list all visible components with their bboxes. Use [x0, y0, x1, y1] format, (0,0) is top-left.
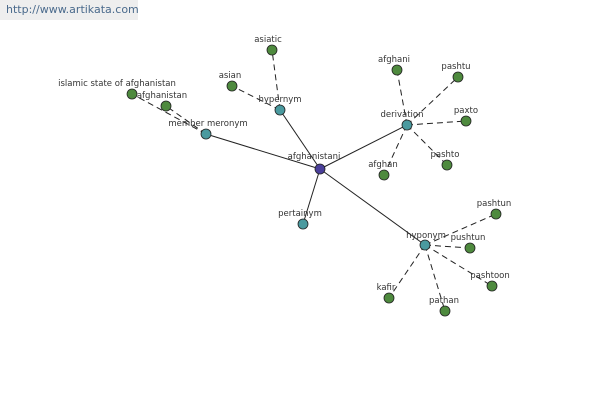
term-node-afghani[interactable]	[391, 64, 403, 76]
term-label-asian: asian	[219, 71, 242, 81]
term-label-pashtoon: pashtoon	[470, 271, 510, 281]
term-label-pushtun: pushtun	[451, 233, 486, 243]
edges	[131, 49, 497, 312]
term-label-pashto: pashto	[431, 150, 460, 160]
term-node-pushtun[interactable]	[464, 242, 476, 254]
relation-label-derivation: derivation	[380, 110, 423, 120]
relation-node-hypernym[interactable]	[274, 104, 286, 116]
term-label-paxto: paxto	[454, 106, 478, 116]
labels: islamic state of afghanistan afghanistan a…	[58, 35, 511, 306]
edge-hypernym-asiatic	[271, 49, 281, 111]
edge-hyponym-pathan	[424, 244, 446, 312]
relation-label-hypernym: hypernym	[258, 95, 301, 105]
term-label-afghan: afghan	[368, 160, 398, 170]
edge-hypernym-asian	[231, 85, 281, 111]
term-label-pashtun: pashtun	[477, 199, 512, 209]
term-node-asian[interactable]	[226, 80, 238, 92]
term-label-pashtu: pashtu	[441, 62, 470, 72]
term-node-pashto[interactable]	[441, 159, 453, 171]
edge-hyponym-pashtun	[424, 213, 497, 246]
nodes	[126, 44, 502, 317]
term-label-kafir: kafir	[377, 283, 396, 293]
edge-afghanistani-hyponym	[319, 168, 426, 246]
relation-label-hyponym: hyponym	[406, 231, 446, 241]
edge-member-meronym-afghanistan	[165, 105, 207, 135]
relation-node-hyponym[interactable]	[419, 239, 431, 251]
term-label-afghanistan: afghanistan	[137, 91, 187, 101]
edge-afghanistani-pertainym	[302, 168, 321, 225]
edge-derivation-pashtu	[406, 76, 459, 126]
term-label-asiatic: asiatic	[254, 35, 282, 45]
term-node-paxto[interactable]	[460, 115, 472, 127]
edge-derivation-afghan	[383, 124, 408, 176]
term-node-pathan[interactable]	[439, 305, 451, 317]
term-node-pashtu[interactable]	[452, 71, 464, 83]
term-node-asiatic[interactable]	[266, 44, 278, 56]
term-node-pashtoon[interactable]	[486, 280, 498, 292]
term-node-pashtun[interactable]	[490, 208, 502, 220]
term-node-islamic-state-of-afghanistan[interactable]	[126, 88, 138, 100]
edge-hyponym-kafir	[388, 244, 426, 299]
edge-afghanistani-derivation	[319, 124, 408, 170]
edge-hyponym-pashtoon	[424, 244, 493, 287]
term-node-afghan[interactable]	[378, 169, 390, 181]
term-node-afghanistan[interactable]	[160, 100, 172, 112]
term-label-pathan: pathan	[429, 296, 459, 306]
term-label-afghani: afghani	[378, 55, 410, 65]
edge-member-meronym-islamic-state-of-afghanistan	[131, 93, 207, 135]
edge-afghanistani-member-meronym	[205, 133, 321, 170]
edge-derivation-paxto	[406, 120, 467, 126]
edge-hyponym-pushtun	[424, 244, 471, 249]
term-node-kafir[interactable]	[383, 292, 395, 304]
relation-label-pertainym: pertainym	[278, 209, 322, 219]
relation-node-member-meronym[interactable]	[200, 128, 212, 140]
relation-label-member-meronym: member meronym	[168, 119, 247, 129]
center-label-afghanistani: afghanistani	[288, 152, 341, 162]
relation-node-derivation[interactable]	[401, 119, 413, 131]
relation-node-pertainym[interactable]	[297, 218, 309, 230]
edge-afghanistani-hypernym	[279, 109, 321, 170]
center-node-afghanistani[interactable]	[314, 163, 326, 175]
watermark-link[interactable]: http://www.artikata.com	[0, 0, 139, 20]
term-label-islamic-state-of-afghanistan: islamic state of afghanistan	[58, 79, 176, 89]
